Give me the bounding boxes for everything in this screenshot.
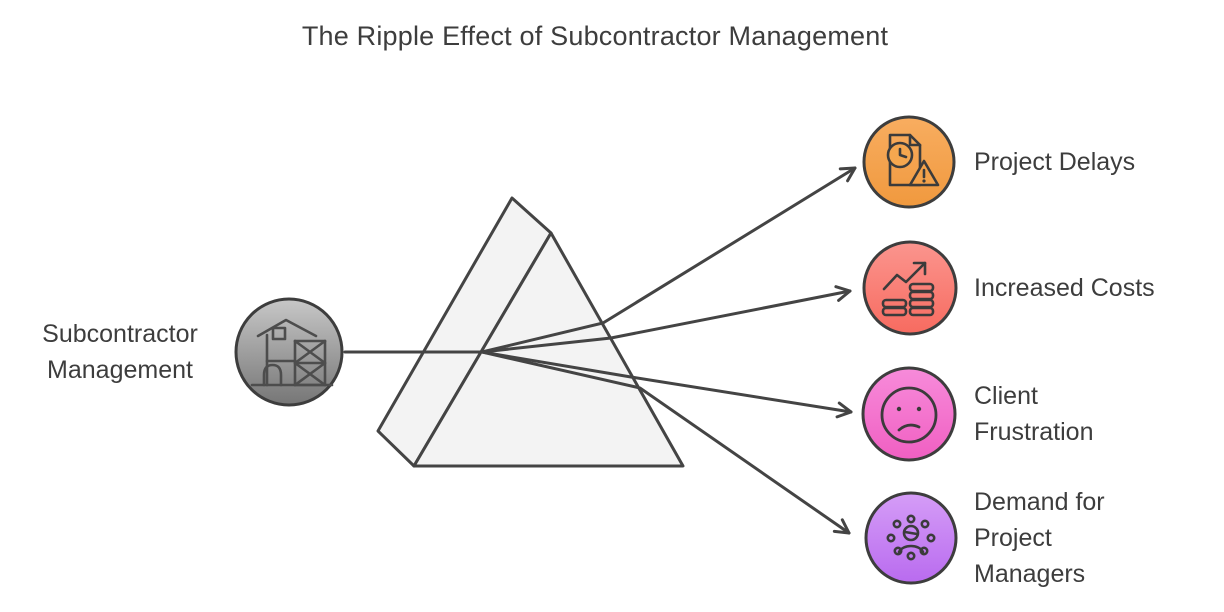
sad-face-icon	[880, 386, 938, 444]
output-label-demand-managers: Demand for Project Managers	[974, 488, 1105, 588]
output-label-project-delays: Project Delays	[974, 148, 1136, 176]
output-node-project-delays	[862, 115, 956, 209]
output-node-demand-managers	[864, 491, 958, 585]
diagram-title: The Ripple Effect of Subcontractor Manag…	[301, 21, 889, 51]
source-node	[234, 297, 344, 407]
output-node-client-frustration	[861, 366, 957, 462]
prism-shape	[376, 196, 685, 468]
output-node-increased-costs	[862, 240, 958, 336]
rays	[343, 166, 857, 535]
people-network-icon	[886, 514, 936, 561]
ray-to-client-frustration	[480, 350, 853, 419]
rising-costs-chart-icon	[881, 261, 935, 317]
prism-front-face	[412, 231, 685, 468]
construction-site-icon	[250, 318, 334, 387]
ray-to-demand-managers	[480, 350, 851, 535]
source-label: Subcontractor Management	[42, 320, 198, 384]
output-label-increased-costs: Increased Costs	[974, 274, 1155, 302]
output-label-client-frustration: Client Frustration	[974, 382, 1094, 446]
ray-to-increased-costs	[480, 285, 852, 354]
ray-to-project-delays	[480, 166, 857, 354]
delayed-document-icon	[886, 133, 940, 187]
